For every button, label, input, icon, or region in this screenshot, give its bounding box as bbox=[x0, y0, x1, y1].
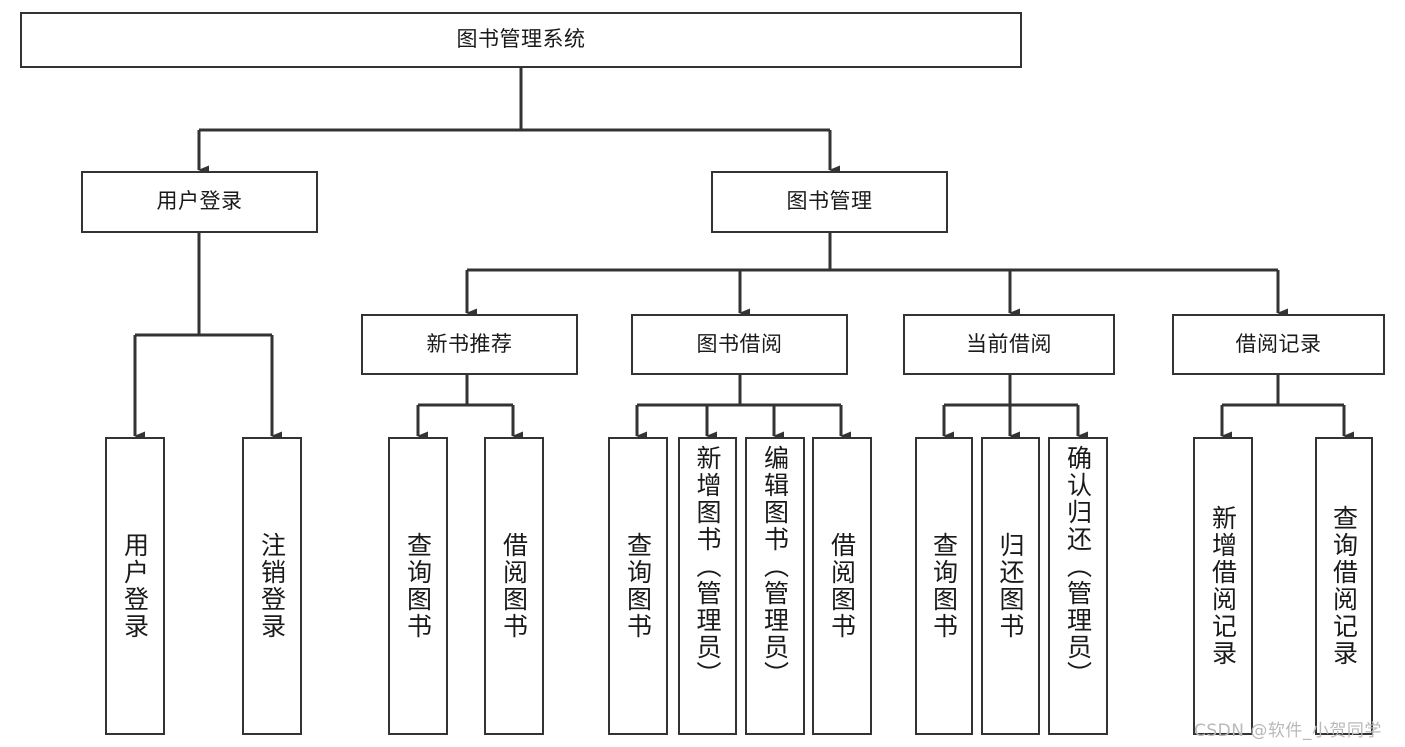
watermark-text: CSDN @软件_小贺同学 bbox=[1194, 721, 1382, 741]
node-book-manage[interactable]: 图书管理 bbox=[711, 171, 948, 233]
node-label: 当前借阅 bbox=[966, 331, 1052, 356]
node-borrow-record[interactable]: 借阅记录 bbox=[1172, 314, 1385, 375]
node-leaf-edit-book[interactable]: 编辑图书（管理员） bbox=[745, 437, 805, 735]
node-label: 新书推荐 bbox=[426, 331, 513, 356]
node-leaf-query-borrow-record[interactable]: 查询借阅记录 bbox=[1315, 437, 1373, 735]
node-leaf-confirm-return[interactable]: 确认归还（管理员） bbox=[1048, 437, 1108, 735]
node-leaf-user-login[interactable]: 用户登录 bbox=[105, 437, 165, 735]
node-label: 新增图书（管理员） bbox=[693, 445, 722, 688]
node-label: 查询借阅记录 bbox=[1329, 505, 1359, 667]
node-leaf-query-book-2[interactable]: 查询图书 bbox=[608, 437, 668, 735]
node-label: 查询图书 bbox=[403, 532, 433, 640]
node-label: 确认归还（管理员） bbox=[1063, 445, 1093, 688]
node-label: 查询图书 bbox=[623, 532, 653, 640]
node-label: 借阅图书 bbox=[499, 532, 529, 640]
node-new-book-recommend[interactable]: 新书推荐 bbox=[361, 314, 578, 375]
node-leaf-add-borrow-record[interactable]: 新增借阅记录 bbox=[1193, 437, 1253, 735]
node-leaf-logout[interactable]: 注销登录 bbox=[242, 437, 302, 735]
edges bbox=[133, 68, 1354, 441]
node-label: 图书借阅 bbox=[696, 331, 783, 356]
node-leaf-borrow-book-1[interactable]: 借阅图书 bbox=[484, 437, 544, 735]
node-leaf-query-book-1[interactable]: 查询图书 bbox=[388, 437, 448, 735]
node-leaf-borrow-book-2[interactable]: 借阅图书 bbox=[812, 437, 872, 735]
node-current-borrow[interactable]: 当前借阅 bbox=[903, 314, 1115, 375]
node-leaf-add-book[interactable]: 新增图书（管理员） bbox=[678, 437, 737, 735]
node-label: 图书管理 bbox=[786, 189, 873, 214]
node-root[interactable]: 图书管理系统 bbox=[20, 12, 1022, 68]
node-label: 编辑图书（管理员） bbox=[760, 445, 790, 688]
node-leaf-query-book-3[interactable]: 查询图书 bbox=[915, 437, 973, 735]
node-label: 借阅记录 bbox=[1235, 331, 1322, 356]
node-label: 用户登录 bbox=[120, 532, 150, 640]
node-label: 用户登录 bbox=[156, 189, 243, 214]
node-leaf-return-book[interactable]: 归还图书 bbox=[981, 437, 1040, 735]
node-label: 新增借阅记录 bbox=[1208, 505, 1238, 667]
node-user-login[interactable]: 用户登录 bbox=[81, 171, 318, 233]
node-label: 注销登录 bbox=[257, 532, 287, 640]
node-label: 归还图书 bbox=[996, 532, 1025, 640]
node-label: 查询图书 bbox=[929, 532, 959, 640]
node-book-borrow[interactable]: 图书借阅 bbox=[631, 314, 848, 375]
node-label: 借阅图书 bbox=[827, 532, 857, 640]
node-label: 图书管理系统 bbox=[456, 27, 586, 52]
